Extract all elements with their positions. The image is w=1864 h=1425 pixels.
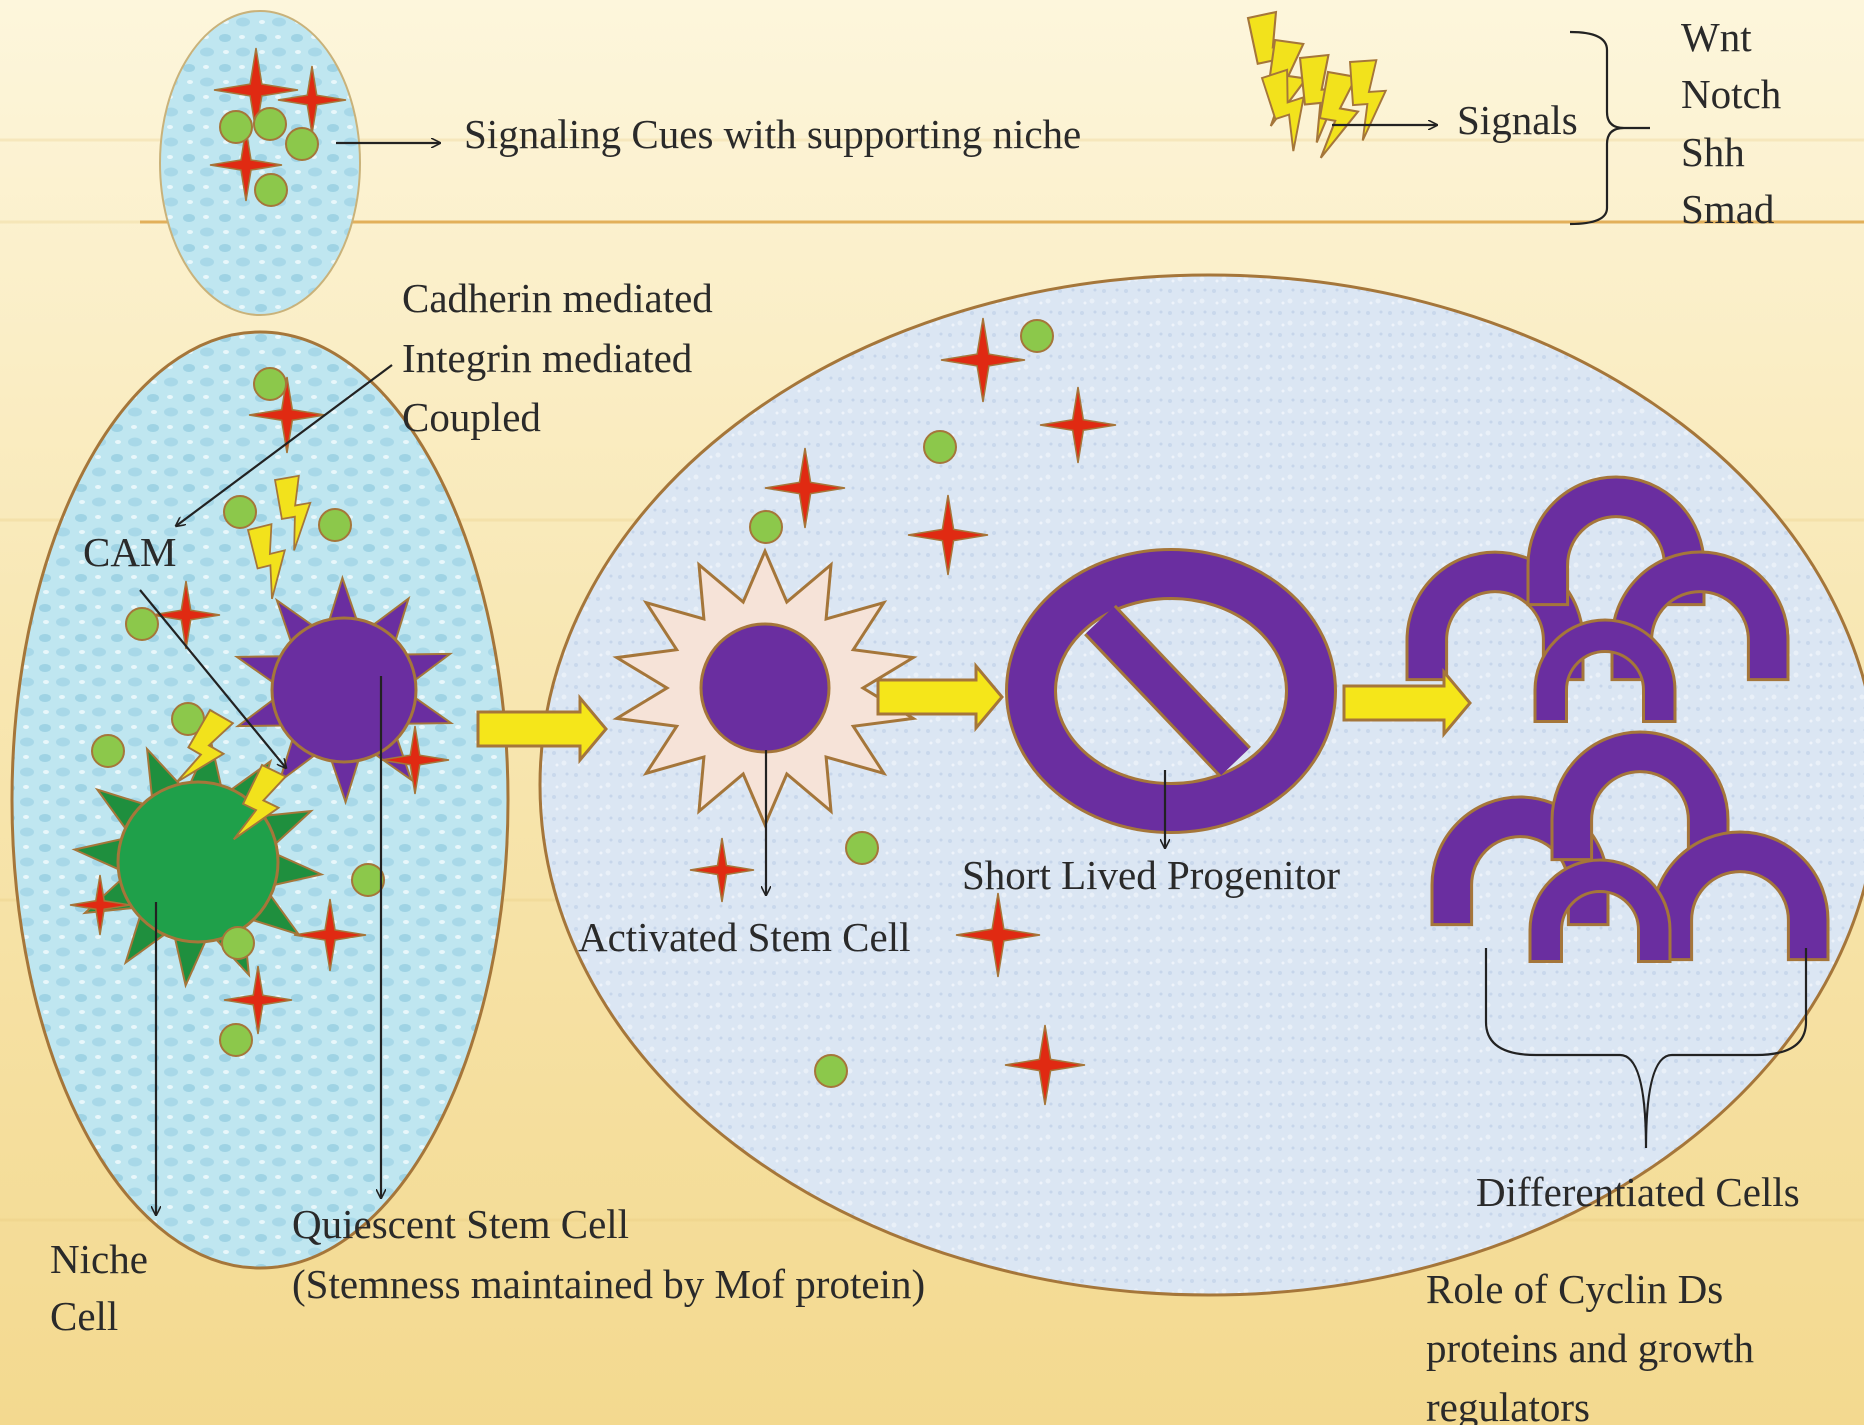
differentiated-cells-label: Differentiated Cells [1476,1168,1800,1216]
cues-label: Signaling Cues with supporting niche [464,110,1081,158]
cyclin-label-line1: Role of Cyclin Ds [1426,1265,1723,1313]
adhesion-type-item: Integrin mediated [402,334,692,382]
adhesion-type-item: Cadherin mediated [402,274,713,322]
signals-label: Signals [1457,96,1578,144]
cyclin-label-line3: regulators [1426,1383,1590,1425]
niche-cell-label-line1: Niche [50,1235,148,1283]
niche-cell-label-line2: Cell [50,1292,118,1340]
signals-brace [1570,32,1624,224]
cam-label: CAM [83,528,176,576]
signal-type-item: Smad [1681,185,1774,233]
cyclin-label-line2: proteins and growth [1426,1324,1754,1372]
quiescent-label-line1: Quiescent Stem Cell [292,1200,629,1248]
quiescent-label-line2: (Stemness maintained by Mof protein) [292,1260,925,1308]
adhesion-type-item: Coupled [402,393,541,441]
signal-type-item: Wnt [1681,13,1752,61]
activated-stem-cell-label: Activated Stem Cell [578,913,910,961]
signal-type-item: Notch [1681,70,1781,118]
progenitor-label: Short Lived Progenitor [962,851,1340,899]
signal-type-item: Shh [1681,128,1745,176]
